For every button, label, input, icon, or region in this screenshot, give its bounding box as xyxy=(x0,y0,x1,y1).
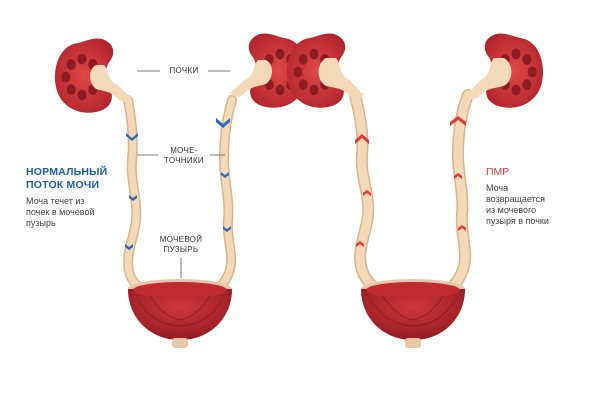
normal-flow-desc-line1: Моча течет из xyxy=(26,196,85,206)
bladder-normal xyxy=(128,279,232,348)
ureters-label: МОЧЕ- ТОЧНИКИ xyxy=(158,146,210,166)
ureters-label-line2: ТОЧНИКИ xyxy=(164,156,204,165)
vur-desc-line3: из мочевого xyxy=(486,205,537,215)
normal-flow-desc-line2: почек в мочевой xyxy=(26,207,95,217)
kidneys-label-text: ПОЧКИ xyxy=(169,66,199,75)
bladder-label-line2: ПУЗЫРЬ xyxy=(163,245,199,254)
normal-flow-title-line1: НОРМАЛЬНЫЙ xyxy=(26,166,108,178)
normal-flow-block: НОРМАЛЬНЫЙ ПОТОК МОЧИ Моча течет из поче… xyxy=(26,166,126,229)
vur-desc-line1: Моча xyxy=(486,183,509,193)
label-leaders xyxy=(137,70,230,278)
vur-system xyxy=(286,33,544,348)
bladder-label: МОЧЕВОЙ ПУЗЫРЬ xyxy=(154,235,208,255)
valves-normal xyxy=(125,118,231,250)
left-kidney-vur xyxy=(286,33,364,108)
vur-block: ПМР Моча возвращается из мочевого пузыря… xyxy=(486,166,586,227)
normal-flow-title-line2: ПОТОК МОЧИ xyxy=(26,179,100,191)
normal-flow-desc-line3: пузырь xyxy=(26,218,56,228)
ureters-label-line1: МОЧЕ- xyxy=(170,146,198,155)
vur-title: ПМР xyxy=(486,166,510,178)
vur-desc-line4: пузыря в почки xyxy=(486,216,549,226)
bladder-label-line1: МОЧЕВОЙ xyxy=(159,235,203,244)
vur-desc-line2: возвращается xyxy=(486,194,546,204)
bladder-vur xyxy=(361,279,465,348)
kidneys-label: ПОЧКИ xyxy=(160,66,208,76)
normal-system xyxy=(54,33,308,348)
valves-reflux xyxy=(355,116,466,247)
left-kidney-normal xyxy=(54,38,132,113)
right-kidney-vur xyxy=(466,33,544,108)
